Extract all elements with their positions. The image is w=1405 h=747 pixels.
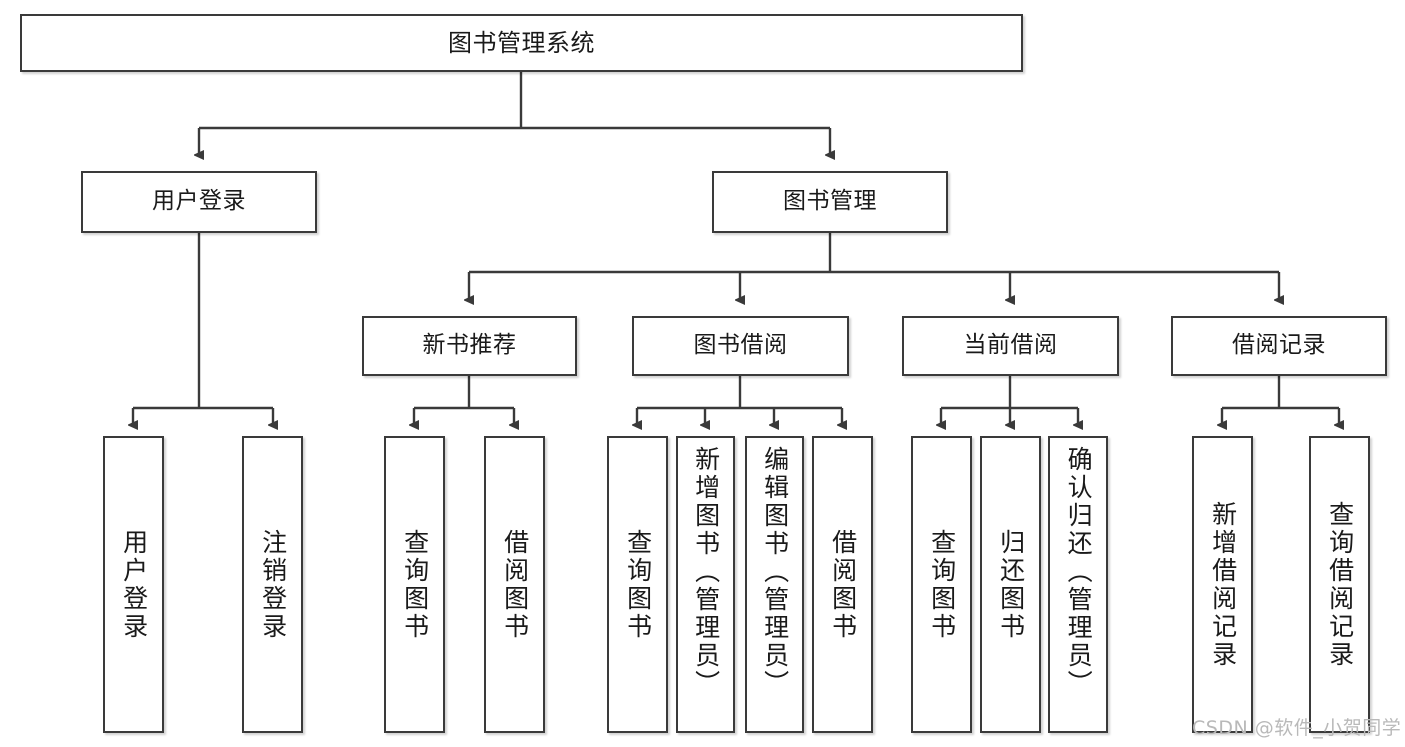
leaf-add-borrow-record[interactable]: 新增借阅记录 bbox=[1192, 436, 1253, 733]
node-label: 新增借阅记录 bbox=[1208, 500, 1238, 669]
leaf-query-book-recommend[interactable]: 查询图书 bbox=[384, 436, 445, 733]
leaf-user-login[interactable]: 用户登录 bbox=[103, 436, 164, 733]
leaf-query-book-current[interactable]: 查询图书 bbox=[911, 436, 972, 733]
node-label: 借阅图书 bbox=[828, 528, 858, 641]
node-book-borrow[interactable]: 图书借阅 bbox=[632, 316, 849, 376]
watermark-text: CSDN @软件_小贺同学 bbox=[1192, 717, 1402, 739]
leaf-query-book-borrow[interactable]: 查询图书 bbox=[607, 436, 668, 733]
leaf-confirm-return-admin[interactable]: 确认归还（管理员） bbox=[1048, 436, 1108, 733]
node-label: 注销登录 bbox=[258, 528, 288, 641]
node-label: 新增图书（管理员） bbox=[691, 446, 721, 698]
node-label: 编辑图书（管理员） bbox=[760, 446, 790, 698]
node-label: 查询图书 bbox=[927, 528, 957, 641]
node-label: 图书管理 bbox=[783, 188, 877, 215]
leaf-borrow-book-recommend[interactable]: 借阅图书 bbox=[484, 436, 545, 733]
node-label: 当前借阅 bbox=[963, 332, 1058, 359]
node-label: 图书借阅 bbox=[693, 332, 788, 359]
leaf-edit-book-admin[interactable]: 编辑图书（管理员） bbox=[745, 436, 804, 733]
leaf-add-book-admin[interactable]: 新增图书（管理员） bbox=[676, 436, 735, 733]
node-label: 用户登录 bbox=[119, 528, 149, 641]
node-label: 图书管理系统 bbox=[448, 28, 595, 57]
node-user-login[interactable]: 用户登录 bbox=[81, 171, 317, 233]
leaf-return-book[interactable]: 归还图书 bbox=[980, 436, 1041, 733]
node-label: 归还图书 bbox=[996, 528, 1026, 641]
node-label: 借阅图书 bbox=[500, 528, 530, 641]
node-label: 确认归还（管理员） bbox=[1064, 446, 1094, 698]
node-label: 借阅记录 bbox=[1232, 332, 1326, 359]
leaf-logout[interactable]: 注销登录 bbox=[242, 436, 303, 733]
leaf-borrow-book[interactable]: 借阅图书 bbox=[812, 436, 873, 733]
node-current-borrow[interactable]: 当前借阅 bbox=[902, 316, 1119, 376]
node-book-management[interactable]: 图书管理 bbox=[712, 171, 948, 233]
watermark: CSDN @软件_小贺同学 bbox=[1192, 713, 1401, 740]
node-borrow-record[interactable]: 借阅记录 bbox=[1171, 316, 1387, 376]
node-label: 查询图书 bbox=[400, 528, 430, 641]
node-root-system[interactable]: 图书管理系统 bbox=[20, 14, 1023, 72]
leaf-query-borrow-record[interactable]: 查询借阅记录 bbox=[1309, 436, 1370, 733]
node-label: 用户登录 bbox=[152, 188, 246, 215]
node-new-book-recommend[interactable]: 新书推荐 bbox=[362, 316, 577, 376]
node-label: 查询借阅记录 bbox=[1325, 500, 1355, 669]
node-label: 查询图书 bbox=[623, 528, 653, 641]
node-label: 新书推荐 bbox=[422, 332, 517, 359]
